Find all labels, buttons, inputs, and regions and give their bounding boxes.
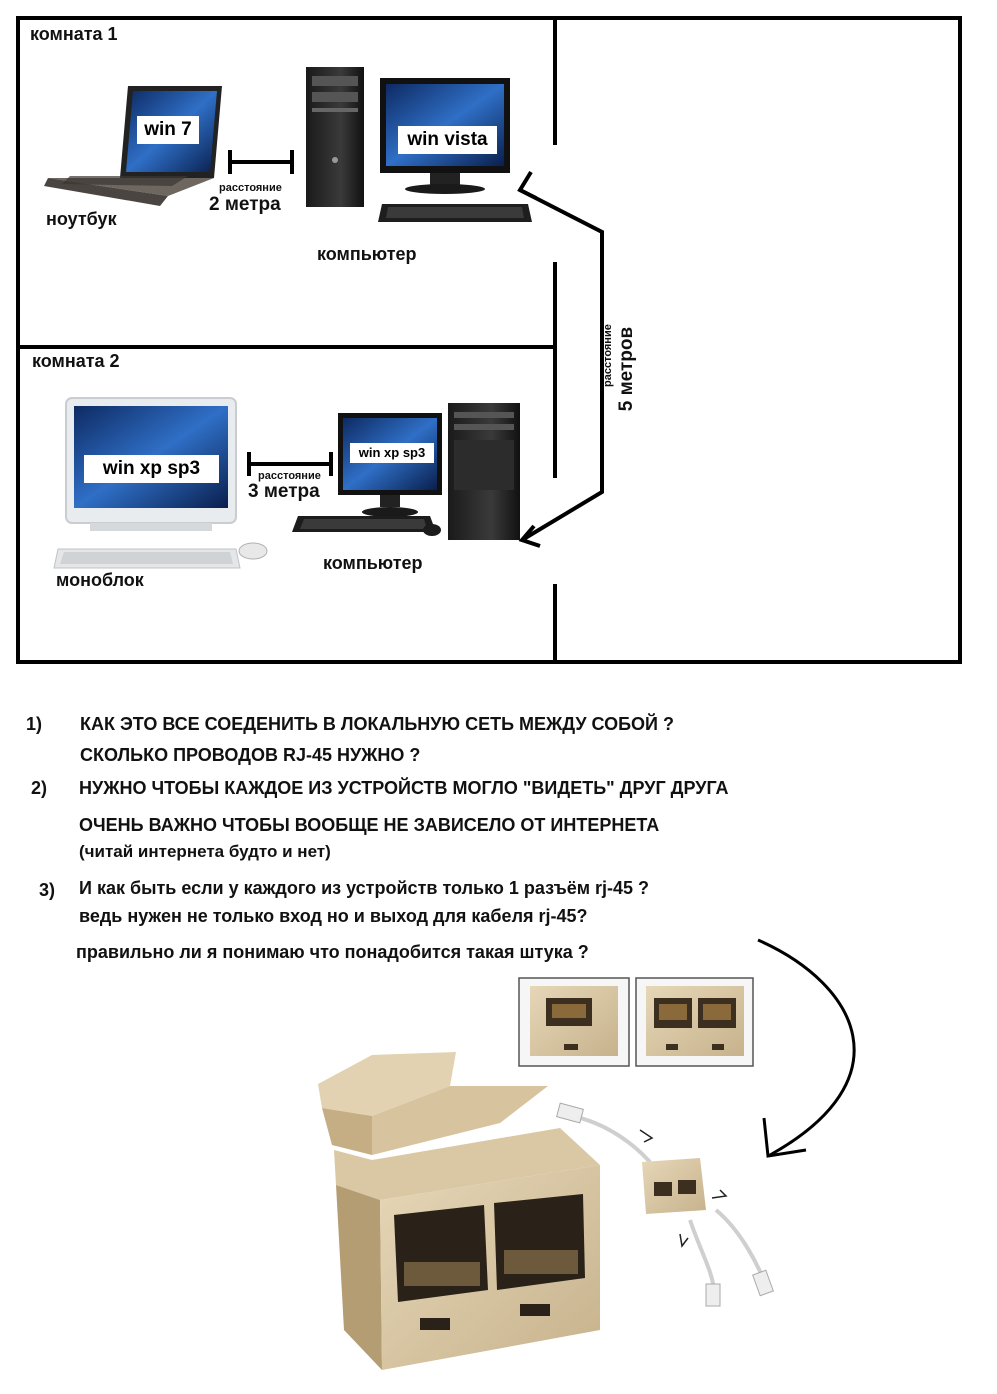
monoblock-image [53,397,268,569]
desktop-pc-room2-image [292,403,520,540]
monoblock-caption: моноблок [56,570,144,590]
distance-room1-word: расстояние [219,182,282,194]
question-1-line-2: СКОЛЬКО ПРОВОДОВ RJ-45 НУЖНО ? [80,745,421,765]
room1-label: комната 1 [30,24,118,44]
rj45-splitter-with-cables-image [555,1102,774,1307]
laptop-caption: ноутбук [46,209,117,229]
room2-label: комната 2 [32,351,120,371]
laptop-os-label: win 7 [137,116,199,144]
distance-bar-room2 [247,452,333,476]
rj45-splitter-large-image [318,1052,600,1370]
laptop-image [44,86,222,206]
distance-between-rooms-value: 5 метров [616,326,637,412]
distance-between-rooms-word: расстояние [602,324,614,387]
question-3-line-2: ведь нужен не только вход но и выход для… [79,906,588,926]
pc1-os-label: win vista [398,126,497,154]
question-3-number: 3) [39,880,56,900]
distance-room2-value: 3 метра [248,481,320,502]
question-3-line-3: правильно ли я понимаю что понадобится т… [76,942,589,962]
floorplan-walls [16,16,962,664]
distance-room2-word: расстояние [258,470,321,482]
question-2-line-1: НУЖНО ЧТОБЫ КАЖДОЕ ИЗ УСТРОЙСТВ МОГЛО "В… [79,778,729,798]
question-2-line-3: (читай интернета будто и нет) [79,842,331,861]
question-3-line-1: И как быть если у каждого из устройств т… [79,878,650,898]
question-2-number: 2) [31,778,48,798]
adapter-inset-double [635,977,754,1067]
pc2-os-label: win xp sp3 [350,443,434,463]
distance-bar-room1 [228,150,294,174]
monoblock-os-label: win xp sp3 [84,455,219,483]
pointer-arrow [757,938,856,1158]
adapter-inset-single [518,977,630,1067]
question-2-line-2: ОЧЕНЬ ВАЖНО ЧТОБЫ ВООБЩЕ НЕ ЗАВИСЕЛО ОТ … [79,815,660,835]
distance-room1-value: 2 метра [209,194,281,215]
pc2-caption: компьютер [323,553,423,573]
inter-room-cable [517,170,604,548]
question-1-line-1: КАК ЭТО ВСЕ СОЕДЕНИТЬ В ЛОКАЛЬНУЮ СЕТЬ М… [80,714,674,734]
pc1-caption: компьютер [317,244,417,264]
question-1-number: 1) [26,714,43,734]
